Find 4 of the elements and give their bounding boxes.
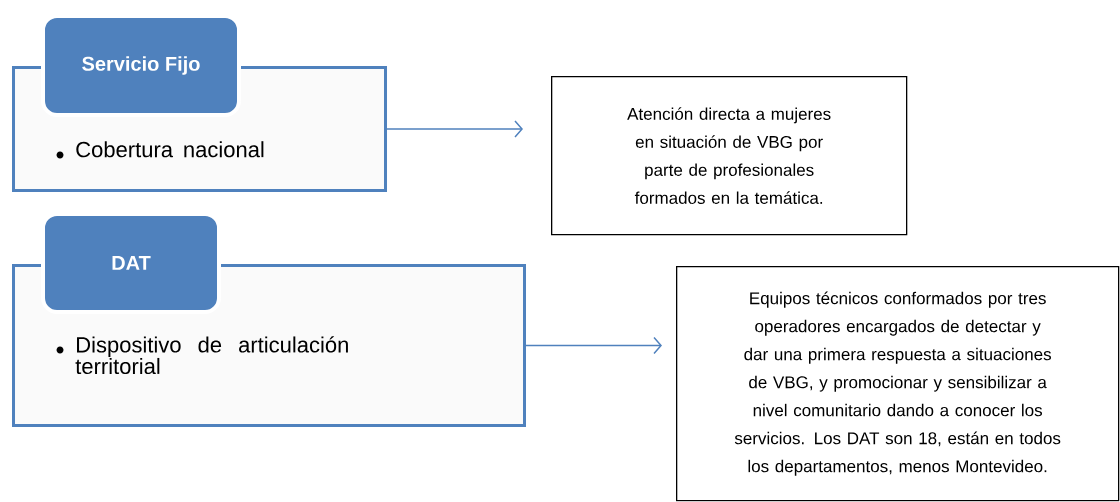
arrow [525, 336, 662, 355]
text-box: Atención directa a mujeres en situación de VBG por parte de profesionales formados en la temática. [551, 76, 908, 236]
text-box: Equipos técnicos conformados por tres operadores encargados de detectar y dar una primera respuesta a situaciones de VBG, y promocionar y sensibilizar a nivel comunitario dando a conocer los servicios. Los DAT son 18, están en todos los departamentos, menos Montevideo. [676, 266, 1120, 502]
arrow [386, 120, 523, 138]
